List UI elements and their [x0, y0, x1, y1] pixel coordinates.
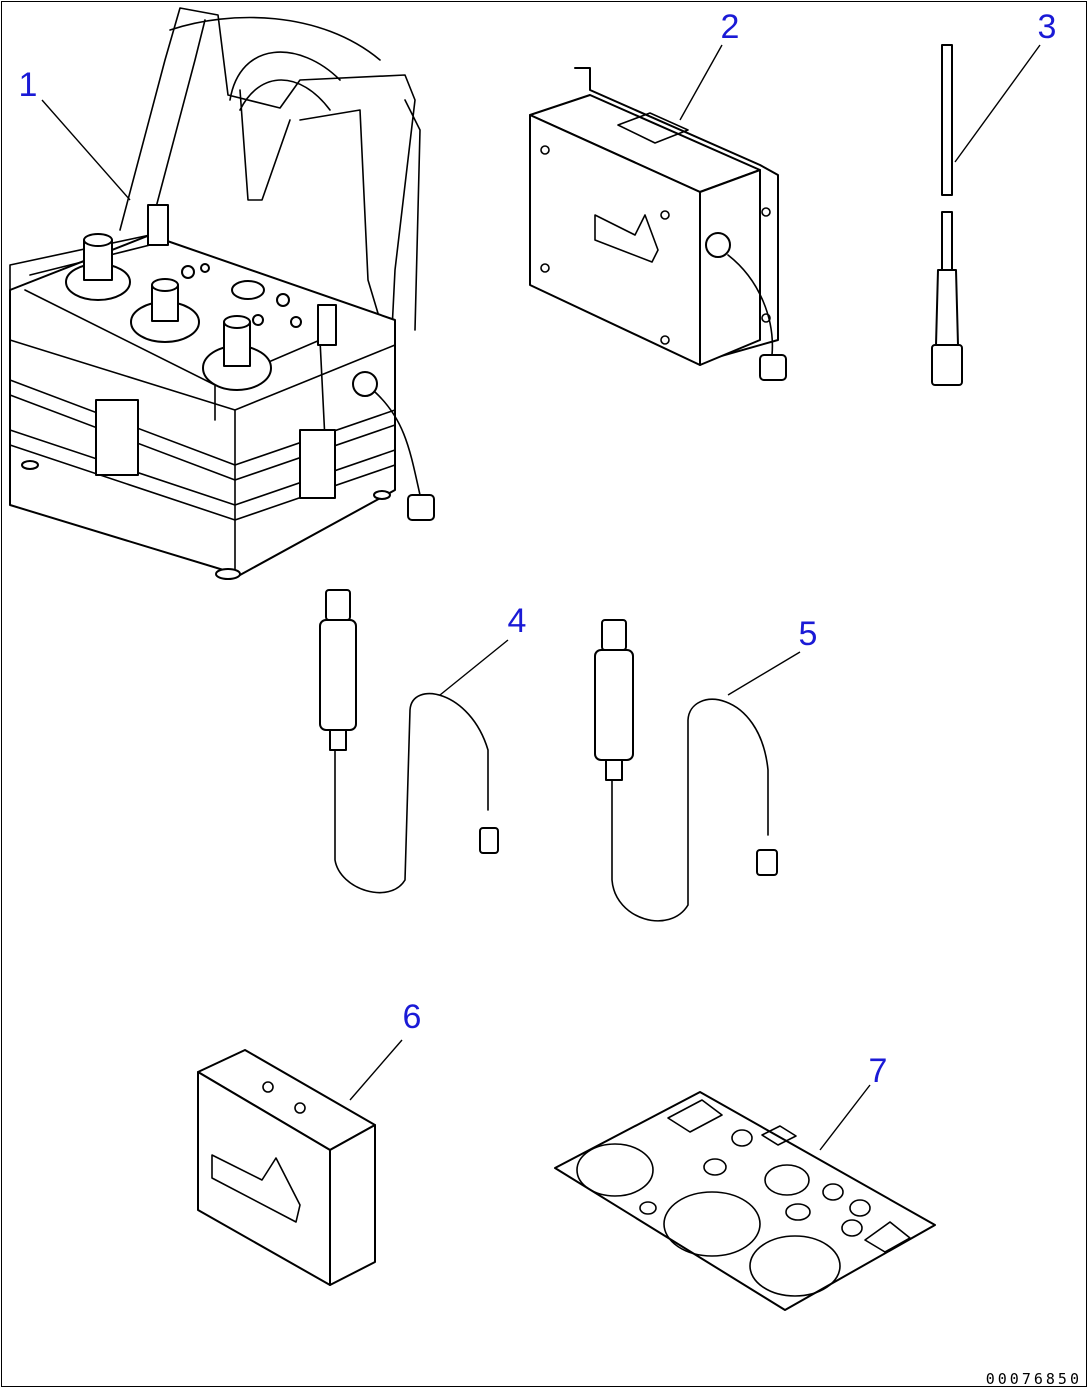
leader-line-1 [41, 99, 131, 201]
receiver-side [699, 169, 761, 366]
leader-line-7 [819, 1084, 871, 1151]
button [200, 263, 210, 273]
button [181, 265, 195, 279]
leader-line-3 [954, 44, 1041, 163]
cable-end-fitting [756, 849, 778, 876]
screw-hole [761, 313, 771, 323]
gasket-hole-small [731, 1129, 753, 1147]
cap-cord [374, 391, 421, 496]
toggle-switch [317, 304, 337, 346]
part-5-cable [594, 619, 778, 922]
leader-line-5 [727, 651, 801, 696]
joystick-knob [223, 315, 251, 329]
receiver-logo [594, 214, 659, 263]
foot [215, 568, 241, 580]
antenna-base [935, 269, 959, 346]
module-hole [294, 1102, 306, 1114]
gasket-slot [667, 1099, 911, 1253]
receiver-connector [705, 232, 731, 258]
drawing-code: 00076850 [986, 1370, 1082, 1388]
cable-4-wire [334, 692, 489, 894]
callout-3: 3 [1038, 8, 1057, 46]
receiver-label-area [617, 112, 689, 144]
antenna-connector-nut [931, 344, 963, 386]
leader-line-6 [349, 1039, 403, 1101]
gasket-hole-large [576, 1143, 654, 1197]
part-7-gasket [554, 1091, 936, 1311]
part-4-cable [319, 589, 499, 894]
antenna-whip [941, 44, 953, 271]
joystick-knob [151, 278, 179, 292]
module-side [329, 1124, 376, 1286]
screw-hole [660, 210, 670, 220]
gasket-hole-small [841, 1219, 863, 1237]
button [252, 314, 264, 326]
cable-plug-body [594, 649, 634, 761]
gasket-hole-large [749, 1235, 841, 1297]
antenna-connector [352, 371, 378, 397]
cable-plug-head [325, 589, 351, 621]
leader-lines [41, 44, 1041, 1151]
part-6-module [197, 1049, 376, 1286]
part-3-antenna [931, 44, 963, 386]
connector-cap [407, 494, 435, 521]
cable-plug-tip [329, 729, 347, 751]
shoulder-strap [119, 7, 421, 331]
callout-4: 4 [508, 602, 527, 640]
button [290, 316, 302, 328]
cable-end-fitting [479, 827, 499, 854]
part-1-controller-unit [9, 7, 435, 580]
screw-hole [540, 263, 550, 273]
screw-hole [540, 145, 550, 155]
callout-1: 1 [19, 66, 38, 104]
strap-band [9, 379, 396, 521]
part-2-receiver-unit [529, 67, 787, 381]
screw-hole [660, 335, 670, 345]
callout-2: 2 [721, 8, 740, 46]
screw-hole [761, 207, 771, 217]
gasket-hole-small [822, 1183, 844, 1201]
button [231, 280, 265, 300]
leader-line-4 [439, 639, 509, 696]
foot [21, 460, 39, 470]
joystick-stick [223, 321, 251, 367]
leader-line-2 [679, 44, 723, 121]
cable-plug-head [601, 619, 627, 651]
callout-7: 7 [869, 1052, 888, 1090]
gasket-hole-medium [764, 1164, 810, 1196]
side-clip-right [299, 429, 336, 499]
gasket-hole-small [703, 1158, 727, 1176]
gasket-hole-small [849, 1199, 871, 1217]
controller-top-edge [9, 339, 396, 576]
cable-plug-body [319, 619, 357, 731]
receiver-cap-cord [727, 254, 774, 356]
module-logo [211, 1154, 301, 1223]
toggle-switch [147, 204, 169, 246]
receiver-connector-cap [759, 354, 787, 381]
module-hole [262, 1081, 274, 1093]
joystick-knob [83, 233, 113, 247]
cable-5-wire [611, 698, 769, 922]
button [276, 293, 290, 307]
callout-5: 5 [799, 615, 818, 653]
gasket-hole-large [663, 1191, 761, 1257]
foot [373, 490, 391, 500]
gasket-hole-small [639, 1201, 657, 1215]
gasket-hole-small [785, 1203, 811, 1221]
cable-plug-tip [605, 759, 623, 781]
side-clip-left [95, 399, 139, 476]
callout-6: 6 [403, 998, 422, 1036]
